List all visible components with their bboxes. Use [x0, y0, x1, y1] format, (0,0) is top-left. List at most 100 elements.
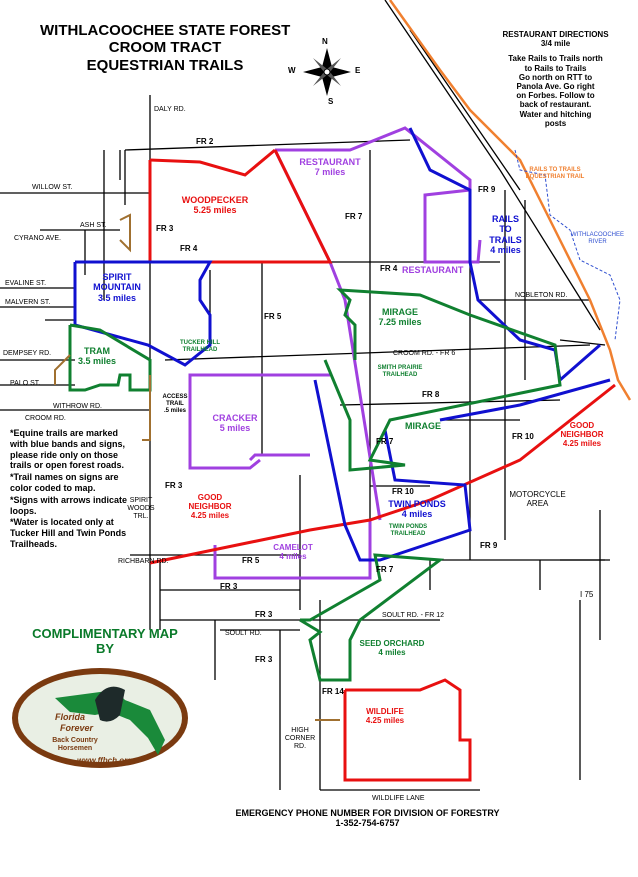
compass-west: W: [288, 66, 296, 75]
fr-3-b: FR 3: [165, 481, 183, 490]
trail-rails-miles: 4 miles: [490, 245, 521, 256]
road-willow: WILLOW ST.: [32, 184, 73, 191]
trail-restaurant-name: RESTAURANT: [299, 157, 361, 167]
fr-3-a: FR 3: [156, 224, 174, 233]
twin-ponds-th-line-1: TWIN PONDS: [388, 524, 428, 530]
trail-spirit-line-2: MOUNTAIN: [93, 282, 141, 293]
title-line-2: CROOM TRACT: [108, 39, 222, 57]
road-soult: SOULT RD.: [225, 630, 262, 637]
trail-spirit-line-1: SPIRIT: [102, 272, 132, 282]
road-palo: PALO ST.: [10, 380, 41, 387]
directions-line-7: Water and hitching: [519, 109, 592, 119]
access-trails: [54, 213, 340, 721]
trail-gn-west-line-1: GOOD: [197, 493, 223, 502]
fr-9-a: FR 9: [478, 185, 496, 194]
trail-good-neighbor-west: GOOD NEIGHBOR 4.25 miles: [180, 493, 240, 521]
trail-restaurant: RESTAURANT 7 miles: [290, 157, 370, 178]
road-malvern: MALVERN ST.: [5, 299, 51, 306]
trail-rails-line-1: RAILS: [492, 214, 519, 224]
tucker-hill-line-1: TUCKER HILL: [180, 340, 220, 346]
access-trail-line-3: .5 miles: [163, 407, 186, 414]
trail-gn-west-line-2: NEIGHBOR: [188, 502, 232, 512]
trail-spirit-mountain: SPIRIT MOUNTAIN 3.5 miles: [82, 272, 152, 303]
trail-tram-name: TRAM: [84, 346, 110, 356]
complimentary-line-1: COMPLIMENTARY MAP: [32, 626, 178, 641]
road-cyrano: CYRANO AVE.: [14, 235, 61, 242]
access-trail-line-1: ACCESS: [162, 394, 188, 400]
road-croom-fr6: CROOM RD. - FR 6: [393, 350, 456, 357]
directions-heading: RESTAURANT DIRECTIONS: [502, 30, 609, 39]
rails-trail-label-1: RAILS TO TRAILS: [529, 167, 581, 173]
road-i75: I 75: [580, 590, 594, 599]
trail-cracker: CRACKER 5 miles: [200, 413, 270, 434]
road-high-corner: HIGH CORNER RD.: [283, 727, 317, 751]
road-spirit-woods: SPIRIT WOODS TRL.: [126, 497, 156, 521]
compass-rose: [303, 48, 351, 96]
road-ash: ASH ST.: [80, 222, 107, 229]
directions-line-5: on Forbes. Follow to: [516, 91, 595, 101]
trail-camelot: CAMELOT 4 miles: [268, 543, 318, 561]
trail-woodpecker-name: WOODPECKER: [181, 195, 249, 205]
trail-wildlife: WILDLIFE 4.25 miles: [360, 707, 410, 725]
twin-ponds-th-line-2: TRAILHEAD: [390, 530, 426, 537]
road-high-corner-3: RD.: [293, 743, 307, 751]
trail-seed-orchard-miles: 4 miles: [378, 648, 406, 658]
smith-prairie-trailhead: SMITH PRAIRIE TRAILHEAD: [370, 365, 430, 379]
withlacoochee-river: [514, 149, 621, 341]
trail-rails-line-3: TRAILS: [489, 234, 522, 245]
title-line-1: WITHLACOOCHEE STATE FOREST: [40, 22, 291, 39]
directions-line-2: to Rails to Trails: [524, 63, 587, 73]
fr-7-b: FR 7: [376, 437, 394, 446]
motorcycle-area: MOTORCYCLE AREA: [505, 490, 570, 508]
road-network: [0, 0, 610, 791]
ffbch-logo: [12, 668, 188, 768]
trail-twin-ponds: TWIN PONDS 4 miles: [382, 499, 452, 520]
fr-7-a: FR 7: [345, 212, 363, 221]
river-label: WITHLACOOCHEE RIVER: [565, 232, 630, 246]
trail-camelot-name: CAMELOT: [273, 543, 313, 552]
trail-cracker-name: CRACKER: [212, 413, 258, 423]
rails-trail-label-2: EQUESTRIAN TRAIL: [525, 173, 585, 180]
fr-8: FR 8: [422, 390, 440, 399]
trail-tram-miles: 3.5 miles: [77, 356, 117, 367]
fr-4-w: FR 4: [180, 244, 198, 253]
directions-line-1: Take Rails to Trails north: [508, 54, 603, 64]
directions-line-4: Panola Ave. Go right: [516, 81, 595, 91]
trail-mirage-north-name: MIRAGE: [382, 307, 418, 317]
trail-seed-orchard: SEED ORCHARD 4 miles: [352, 639, 432, 657]
trail-camelot-miles: 4 miles: [279, 552, 307, 562]
river-label-1: WITHLACOOCHEE: [570, 232, 624, 238]
access-trail-label: ACCESS TRAIL .5 miles: [155, 394, 195, 415]
road-soult-fr12: SOULT RD. - FR 12: [382, 612, 444, 619]
trail-restaurant-miles: 7 miles: [314, 167, 346, 178]
fr-14: FR 14: [322, 687, 344, 696]
road-nobleton: NOBLETON RD.: [515, 292, 568, 299]
fr-3-e: FR 3: [255, 655, 273, 664]
road-dempsey: DEMPSEY RD.: [3, 350, 52, 357]
road-spirit-woods-1: SPIRIT: [129, 497, 153, 504]
road-withrow: WITHROW RD.: [53, 403, 102, 410]
directions-line-3: Go north on RTT to: [518, 72, 593, 82]
trail-rails-to-trails: RAILS TO TRAILS 4 miles: [478, 214, 533, 255]
directions-line-8: posts: [544, 118, 567, 128]
road-wildlife-lane: WILDLIFE LANE: [372, 795, 425, 802]
red-trails: [148, 148, 616, 782]
green-trails: [68, 288, 562, 682]
trail-tram: TRAM 3.5 miles: [72, 346, 122, 367]
compass-south: S: [328, 97, 334, 106]
emergency-line-2: 1-352-754-6757: [335, 818, 400, 829]
directions-line-6: back of restaurant.: [519, 100, 592, 110]
fr-9-b: FR 9: [480, 541, 498, 550]
trail-gn-east-line-2: NEIGHBOR: [560, 430, 604, 440]
smith-prairie-line-2: TRAILHEAD: [382, 371, 418, 378]
road-daly: DALY RD.: [154, 106, 186, 113]
fr-10-a: FR 10: [512, 432, 534, 441]
note-2: *Trail names on signs are color coded to…: [10, 472, 119, 493]
trail-woodpecker: WOODPECKER 5.25 miles: [175, 195, 255, 216]
trail-twin-ponds-miles: 4 miles: [401, 509, 433, 520]
trail-mirage-north-miles: 7.25 miles: [378, 317, 422, 328]
smith-prairie-line-1: SMITH PRAIRIE: [377, 365, 423, 371]
trail-cracker-miles: 5 miles: [219, 423, 251, 434]
rails-to-trails-equestrian-trail: [388, 0, 632, 401]
motorcycle-line-2: AREA: [526, 499, 549, 509]
